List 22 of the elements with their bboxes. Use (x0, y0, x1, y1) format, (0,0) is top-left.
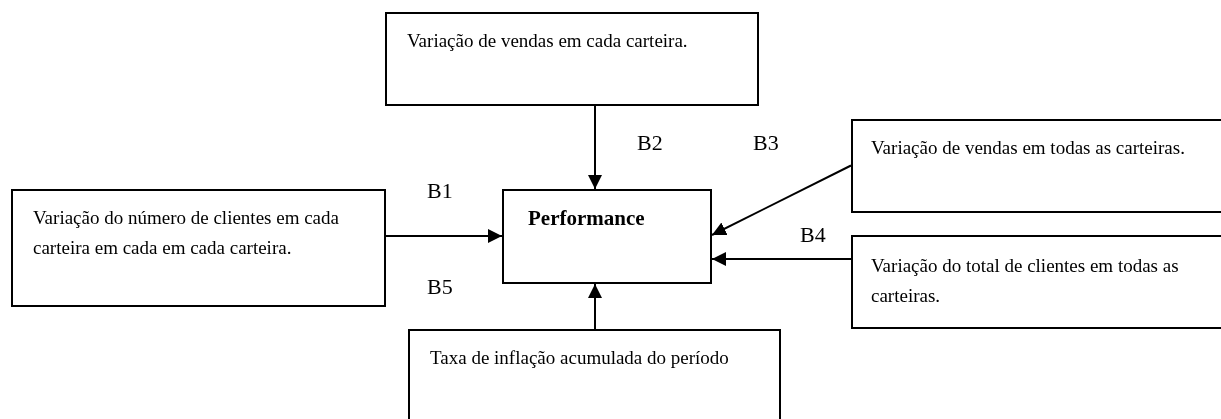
arrow (711, 252, 852, 266)
arrow (588, 283, 602, 330)
coefficient-label: B3 (753, 130, 779, 156)
box-text: Variação de vendas em cada carteira. (407, 29, 689, 53)
coefficient-label: B2 (637, 130, 663, 156)
arrow (588, 105, 602, 190)
text-box (408, 329, 781, 419)
box-text: Variação do número de clientes em cada carteira em cada em cada carteira. (33, 206, 340, 260)
text-box (385, 12, 759, 106)
text-box (502, 189, 712, 284)
arrow (711, 164, 852, 236)
coefficient-label: B4 (800, 222, 826, 248)
arrow (385, 229, 503, 243)
text-box (851, 235, 1221, 329)
title-text: Performance (528, 205, 646, 232)
text-box (851, 119, 1221, 213)
box-text: Taxa de inflação acumulada do período (430, 346, 730, 370)
box-text: Variação do total de clientes em todas as carteiras. (871, 254, 1180, 308)
coefficient-label: B5 (427, 274, 453, 300)
text-box (11, 189, 386, 307)
coefficient-label: B1 (427, 178, 453, 204)
box-text: Variação de vendas em todas as carteiras. (871, 136, 1186, 160)
